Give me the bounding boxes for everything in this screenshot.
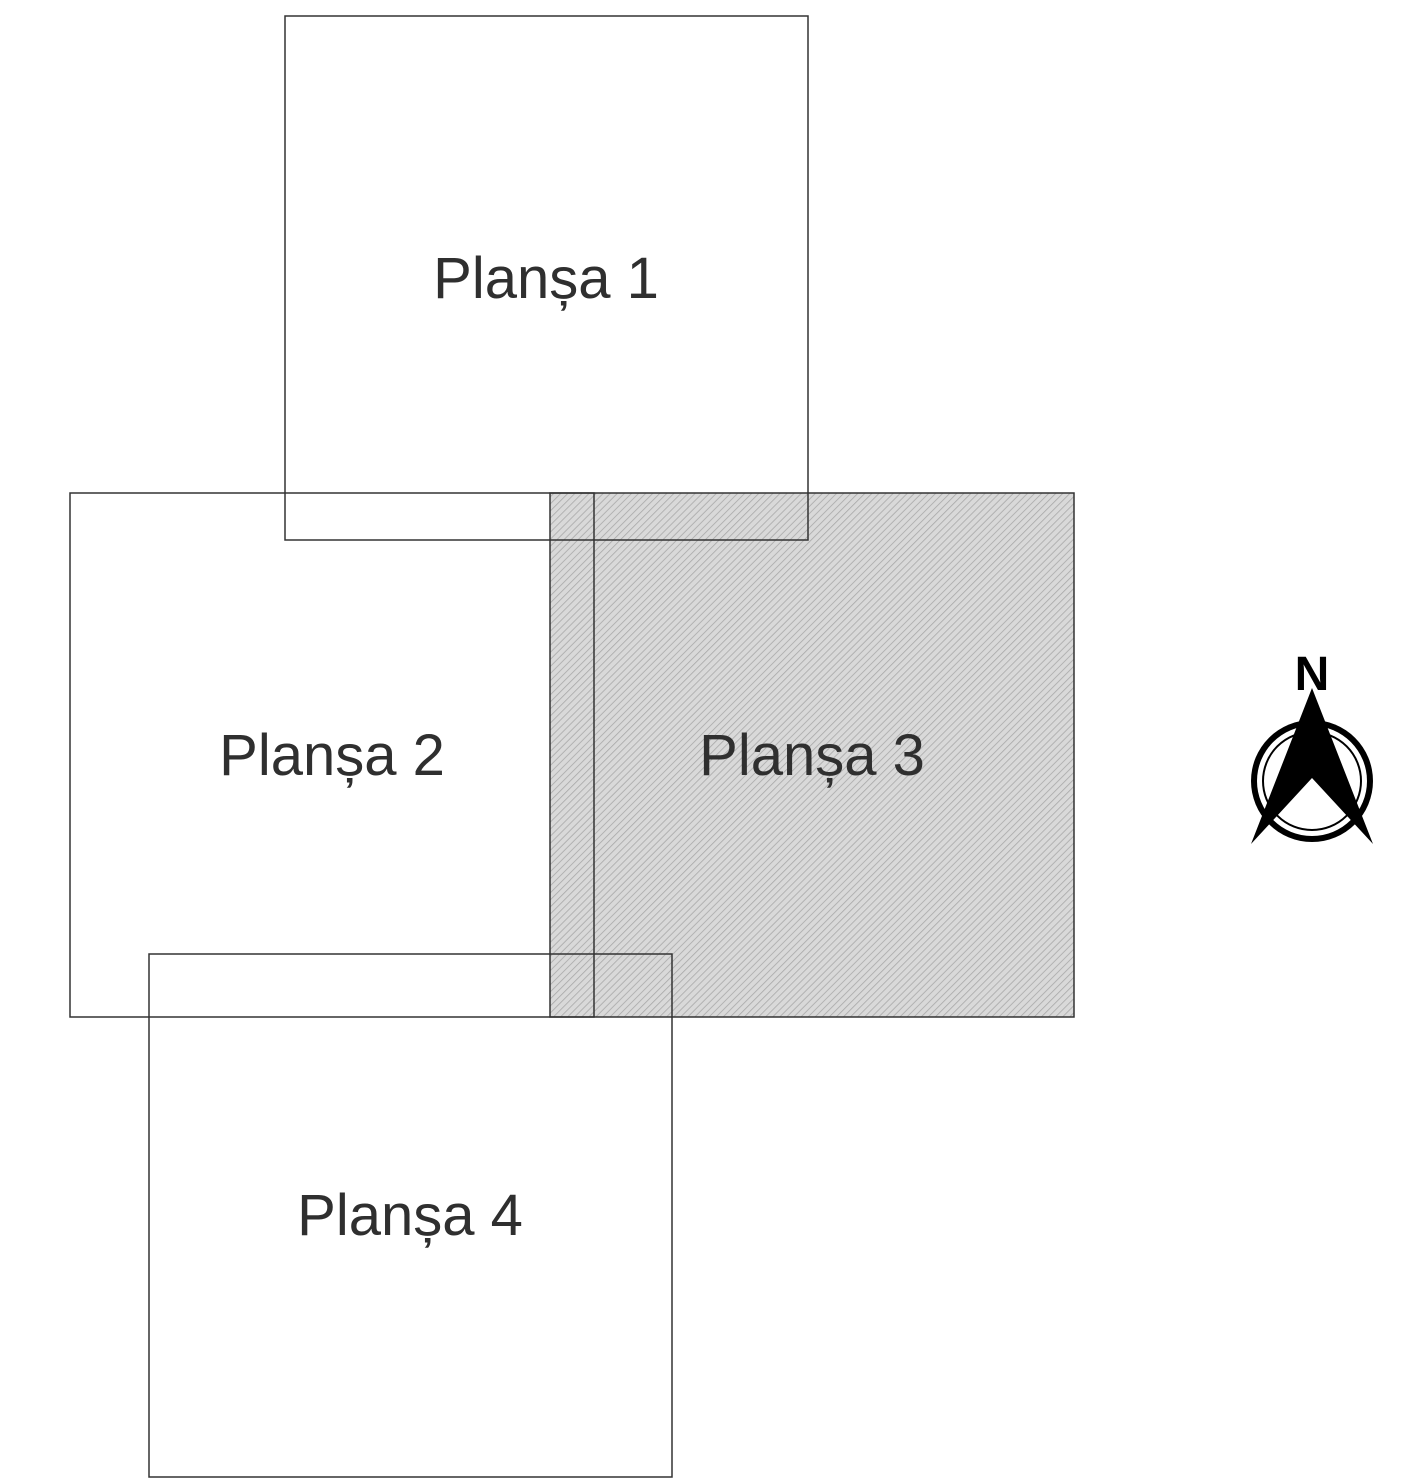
sheet-3-label: Planșa 3 [699, 723, 925, 788]
sheet-1-frame [284, 15, 809, 541]
sheet-4-frame [148, 953, 673, 1478]
sheet-4-label: Planșa 4 [297, 1183, 523, 1248]
north-arrow-icon: N [1251, 648, 1373, 844]
sheet-1[interactable]: Planșa 1 [284, 15, 809, 541]
sheet-2[interactable]: Planșa 2 [69, 492, 595, 1018]
sheet-3[interactable]: Planșa 3 [549, 492, 1075, 1018]
north-arrow-letter: N [1295, 648, 1330, 701]
sheet-3-frame [549, 492, 1075, 1018]
sheet-2-label: Planșa 2 [219, 723, 445, 788]
sheet-4[interactable]: Planșa 4 [148, 953, 673, 1478]
north-arrow-inner-ring [1257, 726, 1367, 836]
sheet-2-frame [69, 492, 595, 1018]
sheet-1-label: Planșa 1 [433, 246, 659, 311]
north-arrow-head [1251, 688, 1373, 844]
